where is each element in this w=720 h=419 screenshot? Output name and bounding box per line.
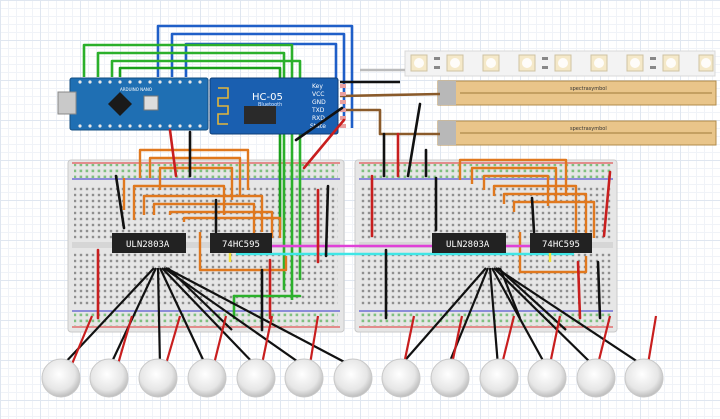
touch-pad (41, 358, 81, 398)
arduino-nano: ARDUINO NANO (57, 77, 209, 131)
touch-pad (381, 358, 421, 398)
flex-sensor-top: spectrasymbol (437, 80, 717, 106)
touch-pad (624, 358, 664, 398)
flex-sensor-top-brand: spectrasymbol (570, 86, 607, 92)
wires-power (96, 102, 612, 332)
wires-orange (122, 148, 596, 274)
arduino-label: ARDUINO NANO (120, 87, 152, 92)
shift-register-left: 74HC595 (210, 233, 272, 253)
touch-pad (89, 358, 129, 398)
touch-pad (527, 358, 567, 398)
wires-bus (228, 244, 578, 262)
touch-pad (187, 358, 227, 398)
wires-fanout-left (61, 267, 353, 367)
shift-register-right: 74HC595 (530, 233, 592, 253)
shift-register-right-label: 74HC595 (542, 240, 580, 250)
hc05-pin-state: State (310, 123, 326, 130)
driver-chip-left: ULN2803A (112, 233, 186, 253)
touch-pad (284, 358, 324, 398)
touch-pad (479, 358, 519, 398)
touch-pads (41, 358, 664, 398)
hc05-pin-key: Key (312, 83, 323, 90)
touch-pad (576, 358, 616, 398)
hc05-title: HC-05 (252, 92, 283, 103)
flex-sensor-bottom-brand: spectrasymbol (570, 126, 607, 132)
wires-pad-power (70, 315, 658, 365)
touch-pad (236, 358, 276, 398)
wires-top (82, 24, 441, 300)
hc05-pin-txd: TXD (311, 107, 325, 114)
hc05-pin-vcc: VCC (312, 91, 324, 98)
hc05-subtitle: Bluetooth (258, 102, 282, 108)
hc05-pin-rxd: RXD (312, 115, 325, 122)
hc05-pin-gnd: GND (312, 99, 326, 106)
hc05-module: HC-05 Bluetooth Key VCC GND TXD RXD Stat… (209, 77, 346, 135)
shift-register-left-label: 74HC595 (222, 240, 260, 250)
led-strip (404, 50, 716, 77)
driver-chip-right: ULN2803A (432, 233, 506, 253)
touch-pad (138, 358, 178, 398)
driver-left-label: ULN2803A (126, 240, 170, 250)
touch-pad (430, 358, 470, 398)
touch-pad (333, 358, 373, 398)
driver-right-label: ULN2803A (446, 240, 490, 250)
flex-sensor-bottom: spectrasymbol (437, 120, 717, 146)
